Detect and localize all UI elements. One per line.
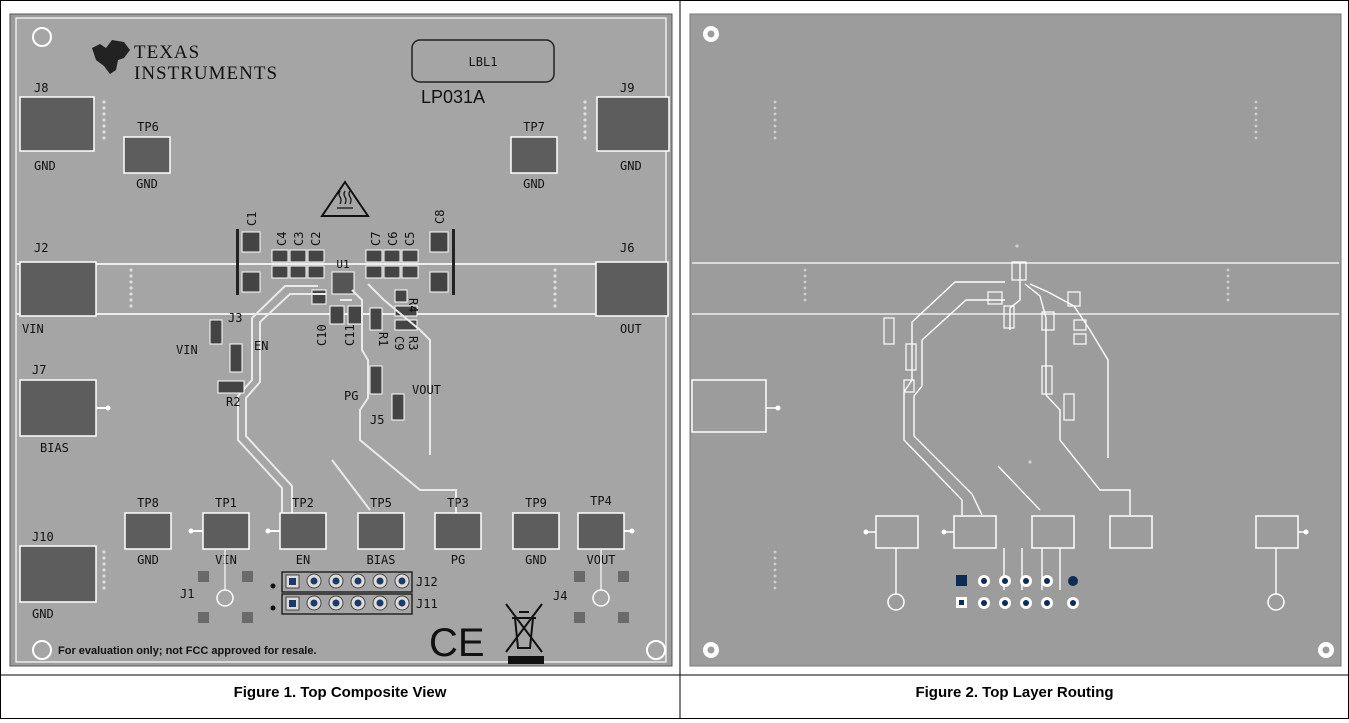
c5-label: C5 [403, 232, 417, 246]
tp4-ref: TP4 [590, 494, 612, 508]
tp9-ref: TP9 [525, 496, 547, 510]
tp6-ref: TP6 [137, 120, 159, 134]
r2-label: R2 [226, 395, 240, 409]
ti-logo: Texas Instruments [92, 40, 278, 84]
via-array [102, 100, 587, 590]
footer-note: For evaluation only; not FCC approved fo… [58, 645, 317, 657]
j8-label: GND [34, 159, 56, 173]
j7-ref: J7 [32, 363, 46, 377]
logo-line2: Instruments [134, 63, 278, 84]
hot-surface-warning-icon [320, 180, 370, 217]
j2-pad [19, 261, 97, 317]
tp1-ref: TP1 [215, 496, 237, 510]
u1-label: U1 [336, 258, 349, 271]
weee-bin-icon [505, 603, 544, 664]
j2-label: VIN [22, 322, 44, 336]
tp7-label: GND [523, 177, 545, 191]
j1-label: J1 [180, 587, 194, 601]
tp8-label: GND [137, 553, 159, 567]
board-name: LP031A [421, 87, 485, 107]
c4-label: C4 [275, 232, 289, 246]
tp5-ref: TP5 [370, 496, 392, 510]
j9-label: GND [620, 159, 642, 173]
j5-pg-label: PG [344, 389, 358, 403]
tp1-label: VIN [215, 553, 237, 567]
tp2-label: EN [296, 553, 310, 567]
tp3-ref: TP3 [447, 496, 469, 510]
tp7-pad [510, 136, 558, 174]
j3-en-label: EN [254, 339, 268, 353]
r1-label: R1 [376, 332, 390, 346]
top-composite-board: Texas Instruments LBL1 LP031A J8 GND J9 … [9, 13, 673, 667]
c8-label: C8 [433, 210, 447, 224]
j11-label: J11 [416, 597, 438, 611]
figure1-caption: Figure 1. Top Composite View [233, 684, 447, 701]
test-point-row: TP8 GND TP1 VIN TP2 EN TP5 BIAS TP3 PG T… [124, 494, 635, 567]
tp7-ref: TP7 [523, 120, 545, 134]
tp3-label: PG [451, 553, 465, 567]
c3-label: C3 [292, 232, 306, 246]
label-box [411, 39, 555, 83]
c10-label: C10 [315, 324, 329, 346]
j6-pad [595, 261, 669, 317]
tp6-pad [123, 136, 171, 174]
c9-label: C9 [392, 336, 406, 350]
j8-ref: J8 [34, 81, 48, 95]
j3-ref: J3 [228, 311, 242, 325]
ce-mark: CE [429, 621, 485, 665]
c7-label: C7 [369, 232, 383, 246]
j9-ref: J9 [620, 81, 634, 95]
header-j12-j11 [270, 571, 413, 615]
j3-vin-label: VIN [176, 343, 198, 357]
j6-label: OUT [620, 322, 642, 336]
routing-pads [868, 515, 1304, 611]
routing-components [883, 261, 1087, 421]
j8-pad [19, 96, 95, 152]
c11-label: C11 [343, 324, 357, 346]
via-array [773, 100, 1258, 590]
c6-label: C6 [386, 232, 400, 246]
c2-label: C2 [309, 232, 323, 246]
r3-label: R3 [406, 336, 420, 350]
pcb-traces [237, 283, 457, 515]
j6-ref: J6 [620, 241, 634, 255]
j4-label: J4 [553, 589, 567, 603]
j1-connector [198, 549, 253, 623]
tp8-ref: TP8 [137, 496, 159, 510]
mounting-hole [32, 640, 52, 660]
capacitor-bank [236, 229, 455, 295]
j10-ref: J10 [32, 530, 54, 544]
j2-ref: J2 [34, 241, 48, 255]
figure2-caption: Figure 2. Top Layer Routing [915, 684, 1114, 701]
tp6-label: GND [136, 177, 158, 191]
j5-vout-label: VOUT [412, 383, 441, 397]
j9-pad [596, 96, 670, 152]
tp2-ref: TP2 [292, 496, 314, 510]
tp5-label: BIAS [367, 553, 396, 567]
logo-line1: Texas [134, 42, 200, 63]
routing-header-holes [956, 575, 1079, 609]
j4-connector [574, 549, 629, 623]
j7-pad [19, 379, 97, 437]
mounting-hole [32, 27, 52, 47]
tp9-label: GND [525, 553, 547, 567]
r4-label: R4 [406, 298, 420, 312]
j7-label: BIAS [40, 441, 69, 455]
u1-body [331, 271, 355, 295]
routing-traces [895, 262, 1277, 594]
label-box-text: LBL1 [469, 55, 498, 69]
top-layer-routing-board [689, 13, 1342, 667]
mounting-hole [646, 640, 666, 660]
j10-label: GND [32, 607, 54, 621]
j10-pad [19, 545, 97, 603]
c1-label: C1 [245, 212, 259, 226]
j5-ref: J5 [370, 413, 384, 427]
j12-label: J12 [416, 575, 438, 589]
